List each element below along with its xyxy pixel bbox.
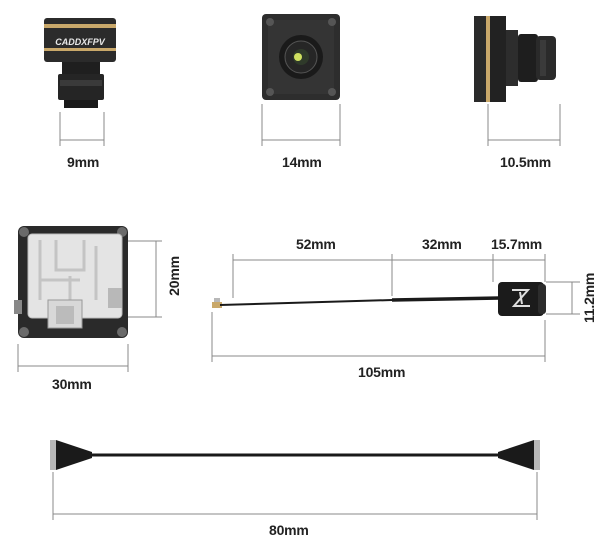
antenna-segment-3-label: 15.7mm xyxy=(491,236,542,252)
vtx-dimensions xyxy=(17,240,162,372)
cable xyxy=(50,440,540,470)
camera-brand-logo: CADDXFPV xyxy=(55,37,106,47)
vtx-board xyxy=(14,226,128,338)
camera-top-width-label: 14mm xyxy=(282,154,322,170)
cable-length-label: 80mm xyxy=(269,522,309,538)
camera-lens-dimension xyxy=(261,104,341,146)
antenna-dimensions xyxy=(211,254,580,362)
camera-front-dimension xyxy=(59,112,105,146)
camera-front-view: CADDXFPV xyxy=(44,18,116,108)
antenna-segment-1-label: 52mm xyxy=(296,236,336,252)
camera-side-view xyxy=(474,16,556,102)
vtx-height-label: 20mm xyxy=(166,256,182,296)
antenna-segment-2-label: 32mm xyxy=(422,236,462,252)
antenna xyxy=(212,282,546,316)
antenna-head-height-label: 11.2mm xyxy=(581,272,597,323)
vtx-width-label: 30mm xyxy=(52,376,92,392)
camera-side-dimension xyxy=(487,104,561,146)
antenna-total-label: 105mm xyxy=(358,364,406,380)
camera-side-depth-label: 10.5mm xyxy=(500,154,551,170)
cable-dimension xyxy=(52,472,538,520)
camera-lens-view xyxy=(262,14,340,100)
camera-front-width-label: 9mm xyxy=(67,154,100,170)
